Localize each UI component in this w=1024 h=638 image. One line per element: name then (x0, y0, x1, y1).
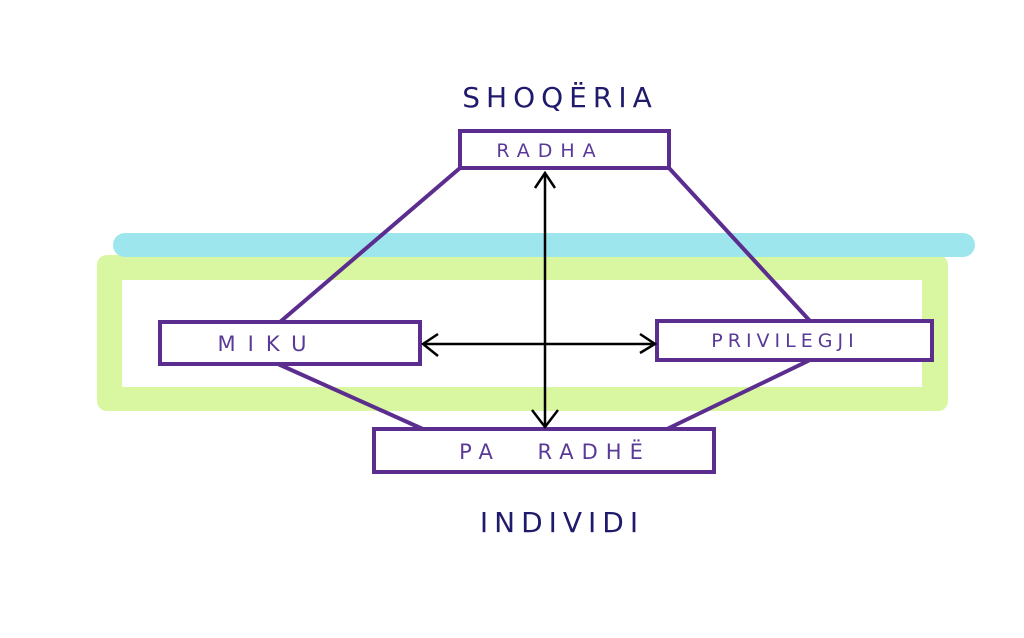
connector-miku-paradhe (277, 362, 426, 432)
arrow-head-left (420, 332, 439, 357)
node-paradhe-label: PA RADHË (459, 439, 651, 464)
connector-radha-miku (278, 166, 462, 324)
arrow-head-right (639, 332, 658, 355)
individual-label: INDIVIDI (480, 506, 644, 539)
node-radha-label: RADHA (496, 140, 603, 162)
arrow-head-up (533, 170, 557, 189)
society-label: SHOQËRIA (462, 81, 657, 114)
node-miku-label: MIKU (218, 332, 319, 356)
connector-radha-privilegji (667, 166, 812, 323)
node-privilegji-label: PRIVILEGJI (711, 330, 858, 352)
node-miku-box (158, 320, 422, 366)
node-paradhe-box (372, 427, 716, 474)
arrow-head-down (531, 409, 559, 430)
node-privilegji-box (655, 319, 934, 362)
connector-privilegji-paradhe (664, 358, 811, 432)
node-radha-box (458, 129, 671, 170)
